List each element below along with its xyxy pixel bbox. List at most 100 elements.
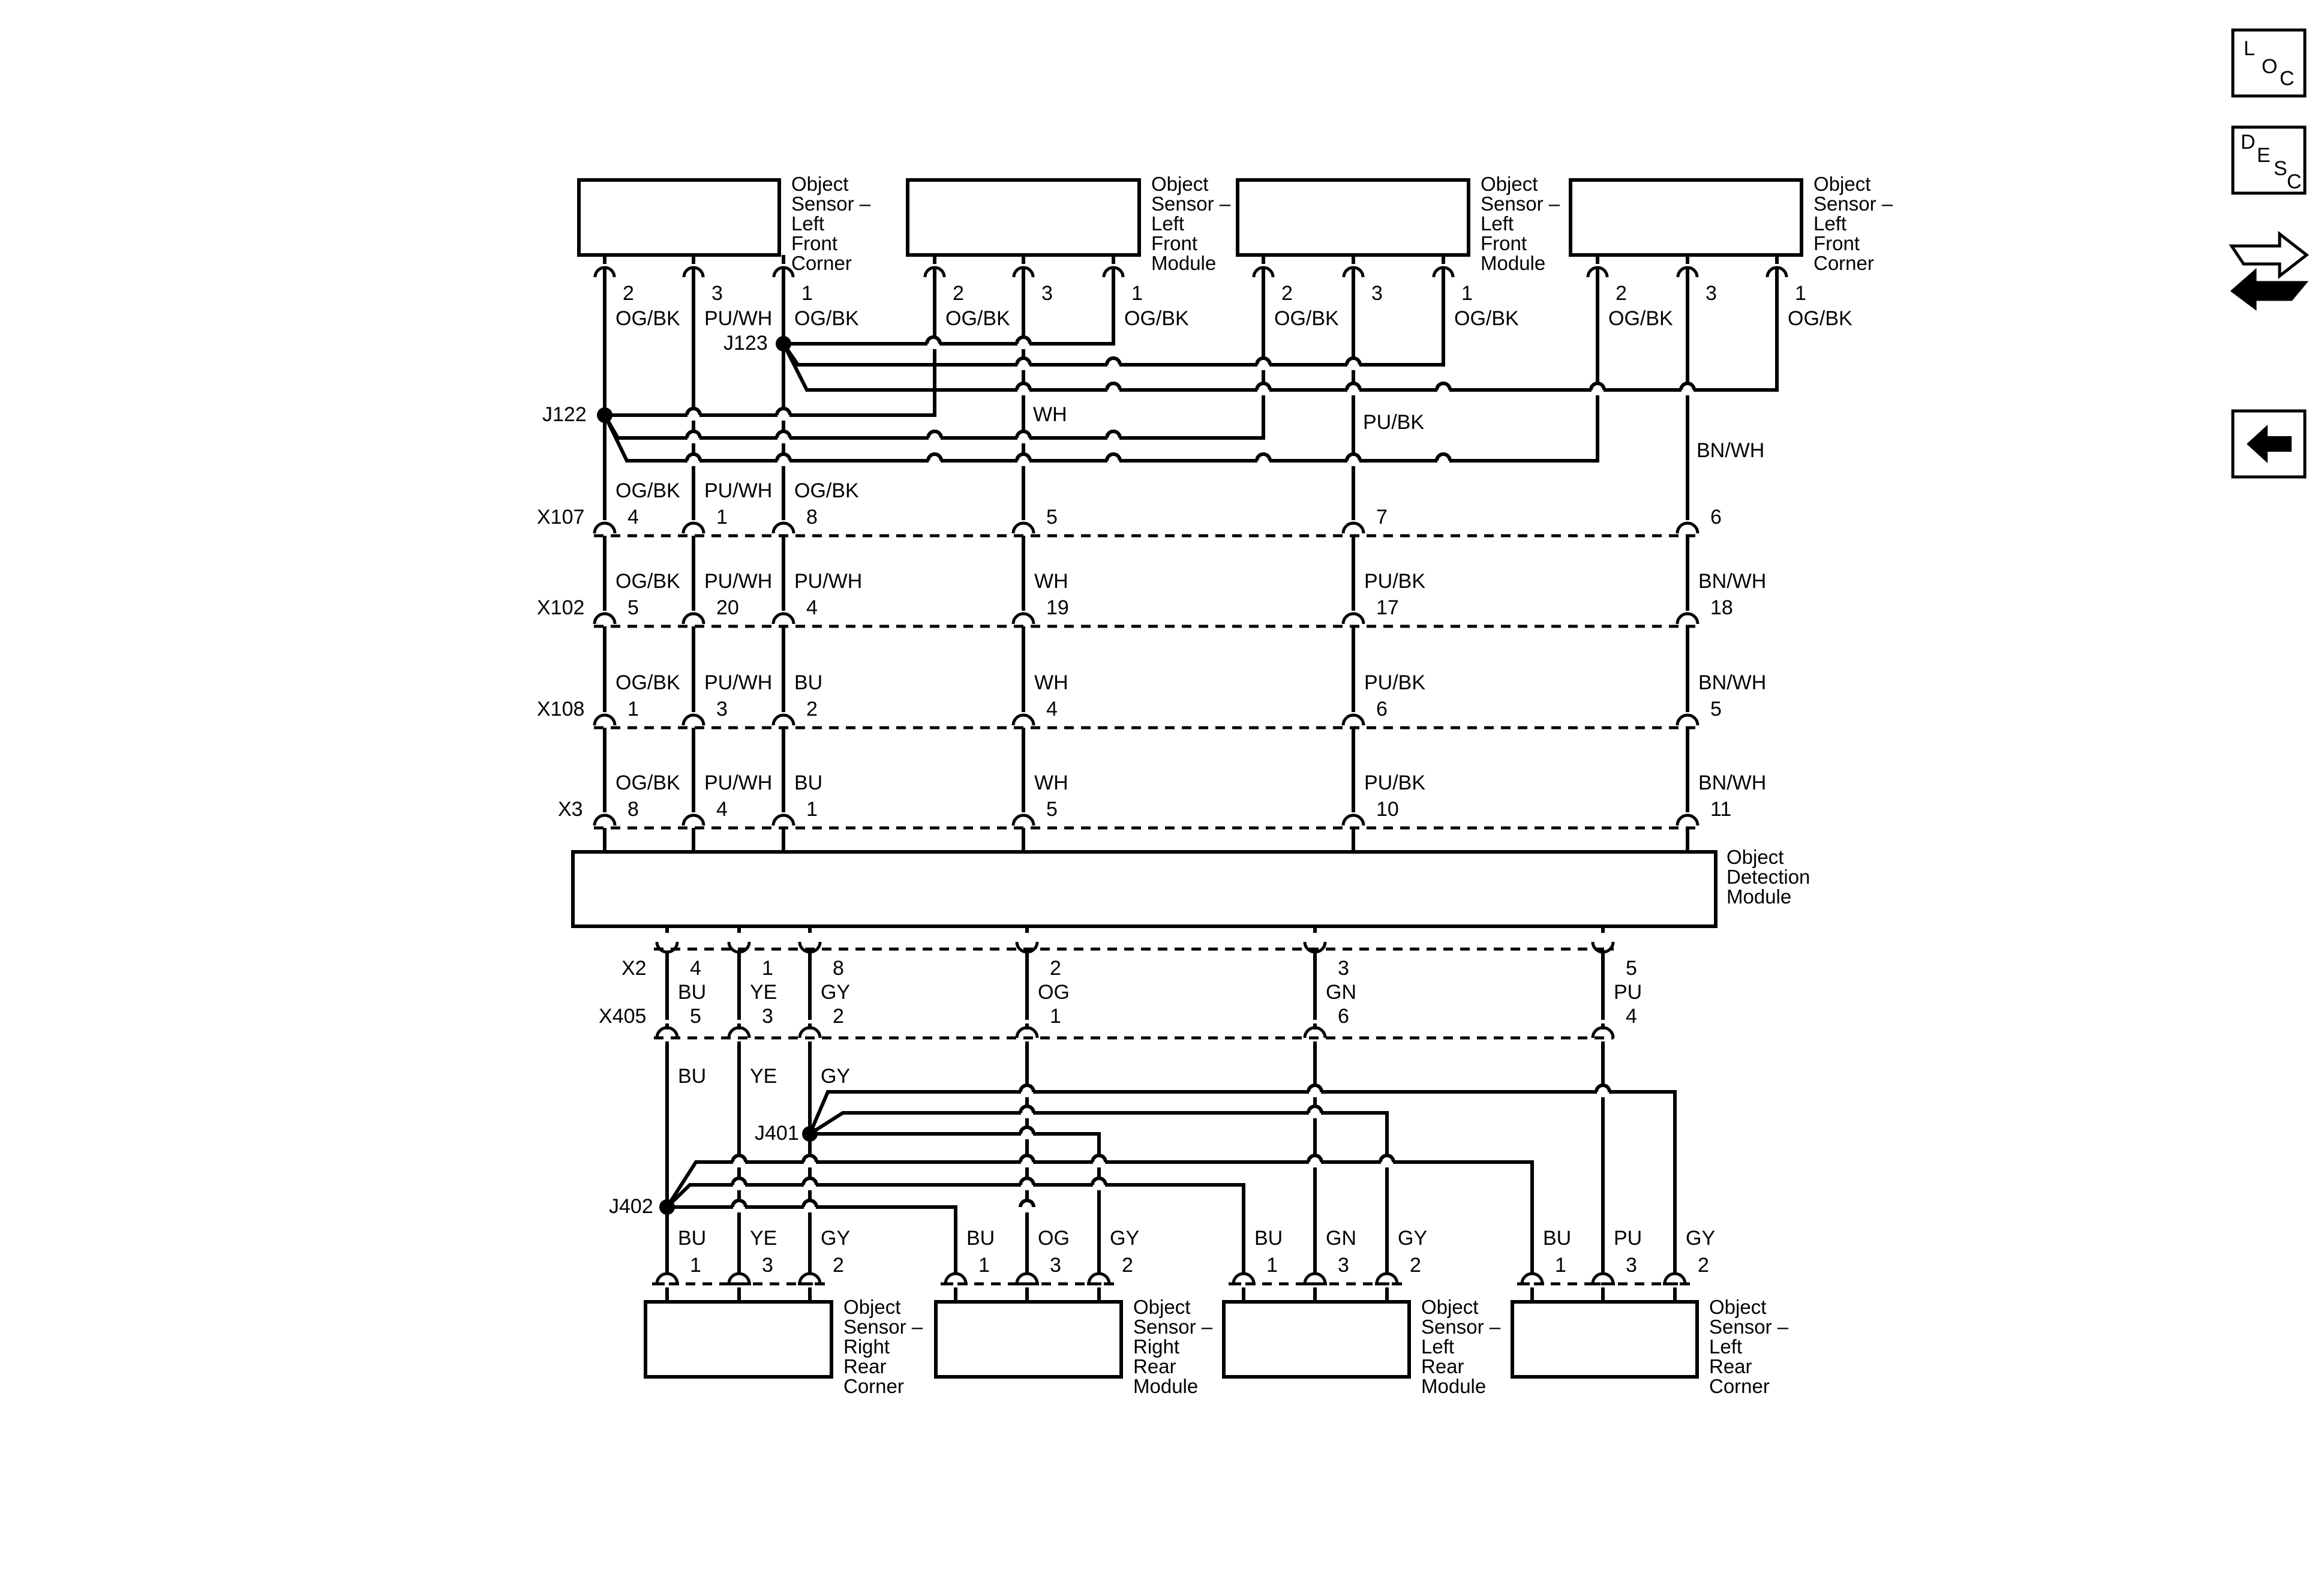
- wire-crossing-15: [685, 430, 702, 439]
- front-terminal: [1432, 266, 1455, 278]
- component-layer: [571, 178, 1803, 1379]
- bus-label-wh: WH: [1033, 403, 1067, 426]
- connector-name-x2: X2: [621, 957, 647, 980]
- connector-pin-number: 10: [1376, 798, 1399, 821]
- wire-crossing-16: [775, 430, 792, 439]
- connector-pin-color: OG/BK: [615, 772, 680, 794]
- rear-crossing-17-gap: [1021, 1128, 1033, 1139]
- desc-button[interactable]: [2231, 125, 2307, 195]
- rear-crossing-15-gap: [1021, 1107, 1033, 1118]
- rear-pin-number: 1: [690, 1254, 701, 1277]
- rear-crossing-1: [801, 1154, 818, 1163]
- x2-terminal: [1015, 941, 1039, 954]
- x2-pin-color: GY: [821, 981, 850, 1004]
- front-terminal: [1342, 266, 1365, 278]
- front-pin-color: OG/BK: [1454, 307, 1519, 330]
- x2-pin-color: YE: [750, 981, 777, 1004]
- wire-crossing-1: [1015, 335, 1032, 344]
- front-sensor-label-line: Front: [791, 232, 837, 254]
- front-sensor-label-line: Front: [1481, 232, 1527, 254]
- x405-terminal: [1591, 1026, 1615, 1038]
- connector-terminal: [1011, 713, 1035, 726]
- splice-j401: [802, 1126, 818, 1142]
- rear-crossing-11: [801, 1199, 818, 1208]
- module-label-line: Object: [1727, 846, 1783, 868]
- front-sensor-label-line: Module: [1481, 252, 1545, 274]
- x2-terminal: [798, 941, 822, 954]
- connector-pin-number: 5: [1710, 698, 1722, 721]
- desc-icon-letter: D: [2241, 131, 2256, 154]
- wire-crossing-2-gap: [1017, 359, 1029, 370]
- splice-j122: [597, 407, 612, 423]
- connector-pin-number: 4: [627, 506, 639, 529]
- front-pin-color: PU/WH: [704, 307, 772, 330]
- connector-pin-number: 6: [1710, 506, 1722, 529]
- connector-pin-number: 2: [806, 698, 818, 721]
- wire-crossing-24: [1105, 452, 1122, 461]
- connector-pin-color: BN/WH: [1698, 772, 1766, 794]
- front-pin-number: 2: [953, 282, 964, 305]
- wire-crossing-23-gap: [1017, 455, 1029, 466]
- connector-pin-number: 1: [627, 698, 639, 721]
- x2-terminal: [727, 941, 751, 954]
- x2-pin-color: PU: [1614, 981, 1642, 1004]
- x405-pin-number: 3: [762, 1005, 773, 1028]
- desc-icon-letter: C: [2287, 170, 2302, 193]
- wire-crossing-6-gap: [1017, 385, 1029, 395]
- wire-crossing-13: [685, 407, 702, 416]
- rear-crossing-6: [731, 1176, 747, 1185]
- desc-icon-letter: S: [2274, 157, 2287, 180]
- rear-sensor-label-line: Object: [843, 1296, 900, 1318]
- connector-pin-number: 1: [716, 506, 728, 529]
- j122-bus-lf-corner: [603, 279, 1599, 463]
- front-sensor-label-line: Object: [1151, 173, 1208, 195]
- front-sensor-label-line: Object: [1813, 173, 1870, 195]
- wire-crossing-8: [1255, 382, 1272, 391]
- rear-sensor-box-4: [1511, 1300, 1699, 1379]
- rear-sensor-label-line: Left: [1709, 1335, 1742, 1358]
- rear-sensor-label-line: Module: [1421, 1375, 1486, 1397]
- wire-crossing-9: [1345, 382, 1362, 391]
- rear-crossing-12: [1019, 1083, 1035, 1092]
- connector-pin-number: 5: [1046, 798, 1058, 821]
- rear-crossing-13-gap: [1309, 1086, 1321, 1097]
- rear-pin-color: OG: [1038, 1227, 1070, 1250]
- wire-layer: [593, 255, 1779, 1302]
- rear-terminal: [1375, 1272, 1399, 1284]
- wire-crossing-26-gap: [1347, 455, 1359, 466]
- loc-button[interactable]: [2231, 28, 2307, 98]
- rear-sensor-box-1: [644, 1300, 833, 1379]
- connector-pin-number: 1: [806, 798, 818, 821]
- splice-label-j401: J401: [755, 1122, 799, 1145]
- rear-pin-color: GN: [1326, 1227, 1356, 1250]
- front-sensor-label-line: Left: [1813, 212, 1846, 235]
- connector-name: X108: [537, 698, 584, 721]
- wire-crossing-12-gap: [1682, 385, 1694, 395]
- rear-pin-color: BU: [1254, 1227, 1283, 1250]
- loc-icon-letter: O: [2262, 55, 2277, 78]
- j401-bus-lr-module: [809, 1111, 1389, 1275]
- rear-pin-color: GY: [1686, 1227, 1715, 1250]
- front-terminal: [772, 266, 795, 278]
- rear-pin-color: PU: [1614, 1227, 1642, 1250]
- swap-connector-icon[interactable]: [2229, 230, 2310, 311]
- wire-crossing-4-gap: [1257, 359, 1269, 370]
- rear-crossing-17: [1019, 1125, 1035, 1134]
- connector-terminal: [593, 813, 617, 826]
- front-terminal: [1012, 266, 1035, 278]
- connector-pin-color: WH: [1034, 671, 1068, 694]
- x405-terminal: [1303, 1026, 1327, 1038]
- rear-sensor-label-line: Rear: [843, 1355, 887, 1377]
- rear-terminal: [655, 1272, 679, 1284]
- x405-terminal: [727, 1026, 751, 1038]
- connector-pin-color: BU: [794, 772, 822, 794]
- rear-crossing-10: [731, 1199, 747, 1208]
- wire-crossing-27-gap: [1437, 455, 1449, 466]
- front-pin-color: OG/BK: [615, 307, 680, 330]
- front-sensor-label-line: Module: [1151, 252, 1216, 274]
- module-label-line: Module: [1727, 885, 1791, 908]
- rear-crossing-8: [1019, 1176, 1035, 1185]
- wire-crossing-25-gap: [1257, 455, 1269, 466]
- front-pin-number: 1: [1795, 282, 1806, 305]
- bus-label-pubk: PU/BK: [1363, 411, 1424, 434]
